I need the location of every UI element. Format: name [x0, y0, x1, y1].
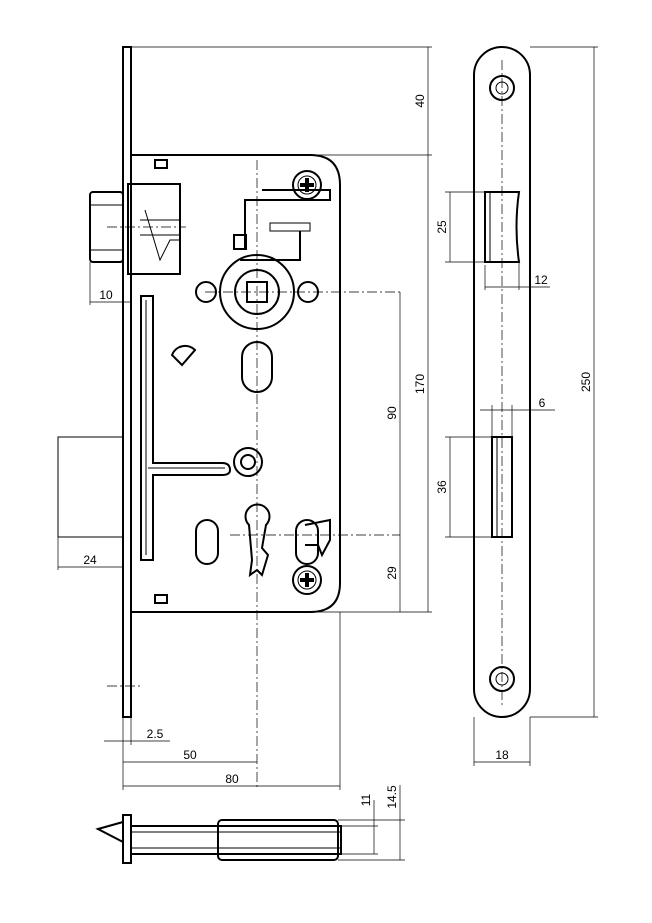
latch-opening [484, 191, 521, 263]
latch-bolt [89, 191, 124, 263]
dim-case-width: 80 [225, 772, 239, 786]
case-mark-top [154, 159, 168, 169]
top-view [95, 785, 405, 864]
dim-backset: 50 [183, 748, 197, 762]
latch-tip [95, 820, 124, 844]
dim-key-to-bottom: 29 [385, 566, 399, 580]
spring-clip [233, 234, 247, 250]
dim-faceplate-thickness: 2.5 [147, 727, 164, 741]
slot-right [295, 519, 319, 565]
fixing-hole-left [195, 281, 217, 303]
pivot-pin [240, 454, 256, 470]
pivot-ring [233, 447, 263, 477]
case-top [130, 825, 342, 855]
latch-housing [127, 183, 181, 275]
dim-faceplate-length: 250 [579, 372, 593, 392]
dimension-labels: 40 170 90 29 10 24 2.5 50 80 250 25 12 6… [83, 94, 593, 809]
keyhole [244, 503, 271, 578]
dim-bolt-opening-height: 36 [435, 480, 449, 494]
bolt-tail [304, 518, 331, 558]
latch-spring [244, 189, 331, 250]
slot-left [195, 519, 219, 565]
dim-total-height: 170 [413, 374, 427, 394]
dim-handle-to-key: 90 [385, 406, 399, 420]
bolt-bar [140, 295, 232, 561]
screw-bottom [292, 565, 322, 595]
dim-latch-opening-width: 12 [534, 273, 548, 287]
dim-case-depth: 11 [359, 793, 373, 806]
front-view [57, 46, 432, 790]
faceplate-side [122, 46, 132, 718]
dim-top-offset: 40 [413, 94, 427, 108]
dim-bolt-projection: 24 [83, 553, 97, 567]
deadbolt-projection [57, 436, 124, 538]
dim-bolt-opening-width: 6 [539, 396, 546, 410]
faceplate-view [445, 46, 598, 766]
dim-latch-opening-height: 25 [435, 220, 449, 234]
faceplate-top [122, 814, 132, 864]
screw-top [292, 170, 322, 200]
dim-latch-projection: 10 [99, 288, 113, 302]
case-mark-bottom [154, 594, 168, 604]
lock-case [131, 154, 341, 613]
crescent-part [170, 344, 197, 367]
follower-top [217, 819, 339, 861]
dim-faceplate-width: 18 [495, 748, 509, 762]
dim-total-depth: 14.5 [385, 785, 399, 809]
faceplate [473, 46, 531, 718]
